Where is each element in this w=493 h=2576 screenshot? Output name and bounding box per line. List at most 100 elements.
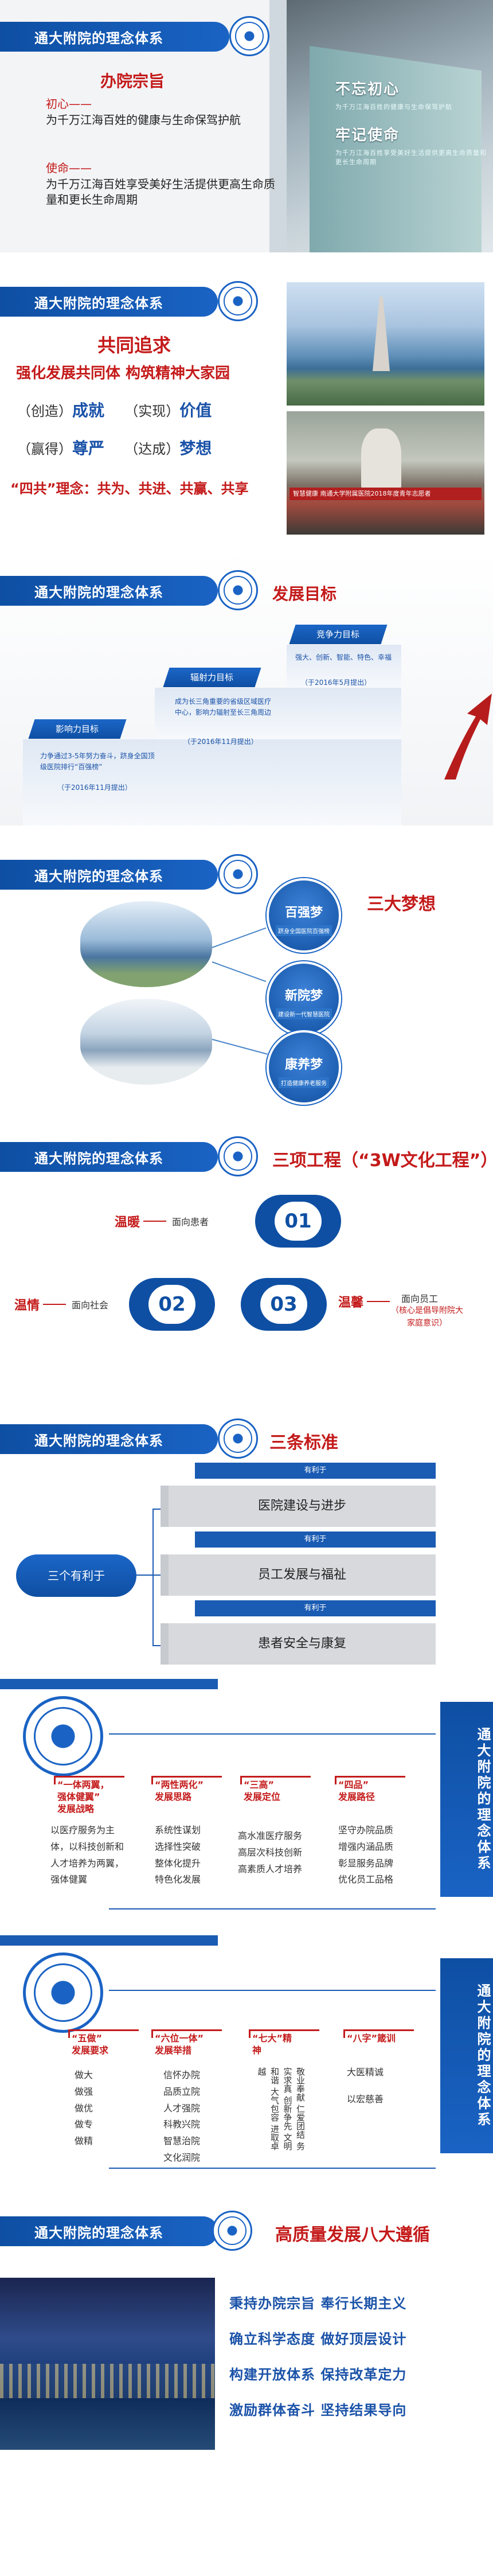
pursuit-row-2: （赢得）尊严 （达成）梦想 [17, 436, 212, 459]
divider-bottom [109, 1908, 436, 1909]
col4-text: 大医精诚 以宏慈善 [347, 2064, 384, 2108]
col3-heading: “三高” 发展定位 [240, 1776, 311, 1803]
row1-word-2: 价值 [179, 401, 212, 420]
wall-text-3: 牢记使命 [335, 127, 400, 144]
step3-text: 强大、创新、智能、特色、幸福 [295, 653, 392, 661]
hospital-logo-icon [23, 1696, 103, 1776]
header-band: 通大附院的理念体系 [0, 1424, 218, 1454]
three-benefits-pill: 三个有利于 [16, 1554, 136, 1597]
step-competition: 竞争力目标 [289, 625, 388, 644]
standard-box-2: 员工发展与福祉 [161, 1554, 436, 1596]
principle-line-2: 确立科学态度 做好顶层设计 [229, 2331, 407, 2347]
dream2-title: 新院梦 [284, 989, 323, 1003]
row2-prefix-2: （达成） [124, 441, 180, 457]
col1-h3: 发展战略 [57, 1803, 95, 1814]
header-band: 通大附院的理念体系 [0, 287, 218, 317]
hospital-logo-icon [23, 1953, 103, 2033]
connector-1 [212, 927, 267, 948]
col3-c5: 文明和谐 [269, 2067, 293, 2150]
col2-t1: 信怀办院 [163, 2070, 201, 2080]
col1-h2: 强体健翼” [57, 1791, 100, 1802]
slide-eight-principles: 通大附院的理念体系 高质量发展八大遵循 秉持办院宗旨 奉行长期主义 确立科学态度… [0, 2195, 493, 2458]
row2-word-2: 梦想 [179, 439, 212, 458]
step1-note: （于2016年11月提出） [57, 784, 132, 792]
night-city-photo [0, 2278, 215, 2450]
standard-box-1: 医院建设与进步 [161, 1486, 436, 1527]
number-badge-01: 01 [255, 1195, 341, 1248]
col3-t1: 高水准医疗服务 [238, 1830, 303, 1841]
principle-line-1: 秉持办院宗旨 奉行长期主义 [229, 2296, 407, 2312]
number-badge-03: 03 [241, 1278, 327, 1331]
row1-word-1: 成就 [72, 401, 105, 420]
step2-note: （于2016年11月提出） [183, 738, 258, 746]
col4-h2: 发展路径 [338, 1791, 375, 1802]
col2-t3: 整体化提升 [155, 1857, 201, 1869]
desc-3c: 家庭意识） [407, 1319, 447, 1328]
top-bar [0, 1935, 218, 1946]
col1-h1: “五做” [72, 2033, 103, 2044]
dream-circle-1: 百强梦 跻身全国医院百强榜 [267, 878, 341, 953]
slide-three-projects: 通大附院的理念体系 三项工程（“3W文化工程”） 01 02 03 温暖 面向患… [0, 1120, 493, 1390]
row1-prefix-1: （创造） [17, 403, 72, 419]
hospital-logo-icon [229, 16, 269, 56]
col2-h2: 发展举措 [155, 2044, 192, 2056]
col1-heading: “五做” 发展要求 [68, 2029, 139, 2057]
col2-heading: “两性两化” 发展思路 [151, 1776, 222, 1803]
hospital-photo-1 [80, 901, 212, 987]
slide-strategy: 通大附院的理念体系 “一体两翼， 强体健翼” 发展战略 以医疗服务为主体，以科技… [0, 1679, 493, 1923]
section-subtitle: 共同追求 [97, 334, 171, 356]
col2-t6: 文化润院 [163, 2152, 201, 2163]
header-band: 通大附院的理念体系 [0, 2216, 218, 2246]
col2-t4: 科教兴院 [163, 2119, 201, 2130]
tag-2: 有利于 [195, 1531, 436, 1548]
section-subtitle: 办院宗旨 [100, 72, 165, 91]
standard-box-3: 患者安全与康复 [161, 1623, 436, 1665]
growth-arrow-icon [444, 693, 492, 780]
dash-1 [143, 1221, 166, 1222]
step-radiation-label: 辐射力目标 [190, 672, 234, 683]
col2-h2: 发展思路 [155, 1791, 192, 1802]
wall-text-1: 不忘初心 [335, 81, 400, 98]
section-subtitle: 三项工程（“3W文化工程”） [272, 1151, 493, 1171]
wall-text-4: 为千万江海百姓享受美好生活提供更高生命质量和更长生命周期 [335, 149, 487, 166]
lobby-wall-photo [287, 0, 493, 252]
col4-t3: 彰显服务品牌 [338, 1857, 394, 1869]
header-band: 通大附院的理念体系 [0, 576, 218, 606]
section-subtitle: 三条标准 [269, 1433, 338, 1453]
col1-text: 以医疗服务为主体，以科技创新和人才培养为两翼，强体健翼 [50, 1825, 124, 1885]
hospital-logo-icon [218, 570, 258, 610]
col4-h1: “四品” [338, 1779, 369, 1790]
col2-text: 系统性谋划 选择性突破 整体化提升 特色化发展 [155, 1822, 201, 1888]
label-affection: 温情 [14, 1299, 40, 1313]
hospital-logo-icon [218, 1136, 258, 1176]
connector-h [136, 1575, 154, 1576]
header-title: 通大附院的理念体系 [34, 868, 163, 884]
col3-text: 高水准医疗服务 高层次科技创新 高素质人才培养 [238, 1828, 302, 1877]
section-subtitle: 三大梦想 [367, 894, 436, 914]
connector-3 [152, 1645, 162, 1646]
header-title: 通大附院的理念体系 [34, 1150, 163, 1167]
hospital-logo-icon [218, 1418, 258, 1459]
col3-h2: 神 [252, 2044, 262, 2056]
desc-3b: （核心是倡导附院大 [391, 1306, 463, 1315]
col2-t5: 智慧治院 [163, 2135, 201, 2147]
col2-text: 信怀办院 品质立院 人才强院 科教兴院 智慧治院 文化润院 [163, 2067, 200, 2166]
connector-2 [152, 1575, 162, 1576]
col1-v3: 做优 [75, 2102, 93, 2114]
header-title: 通大附院的理念体系 [34, 2224, 163, 2241]
city-photo [287, 282, 484, 406]
dream-circle-3: 康养梦 打造健康养老服务 [267, 1030, 341, 1105]
col4-t1: 大医精诚 [347, 2067, 384, 2078]
desc-1: 面向患者 [172, 1217, 209, 1227]
col2-h1: “六位一体” [155, 2033, 204, 2044]
slide-development-goals: 通大附院的理念体系 发展目标 影响力目标 辐射力目标 竞争力目标 力争通过3-5… [0, 550, 493, 825]
col3-h1: “七大”精 [252, 2033, 292, 2044]
col3-t2: 高层次科技创新 [238, 1846, 303, 1858]
col1-v5: 做精 [75, 2135, 93, 2147]
connector-2 [212, 961, 267, 983]
step-influence-label: 影响力目标 [56, 724, 99, 734]
section-subtitle-2: 强化发展共同体 构筑精神大家园 [16, 365, 230, 382]
connector-3 [212, 1039, 268, 1055]
desc-3a: 面向员工 [401, 1293, 439, 1304]
header-title: 通大附院的理念体系 [34, 584, 163, 601]
